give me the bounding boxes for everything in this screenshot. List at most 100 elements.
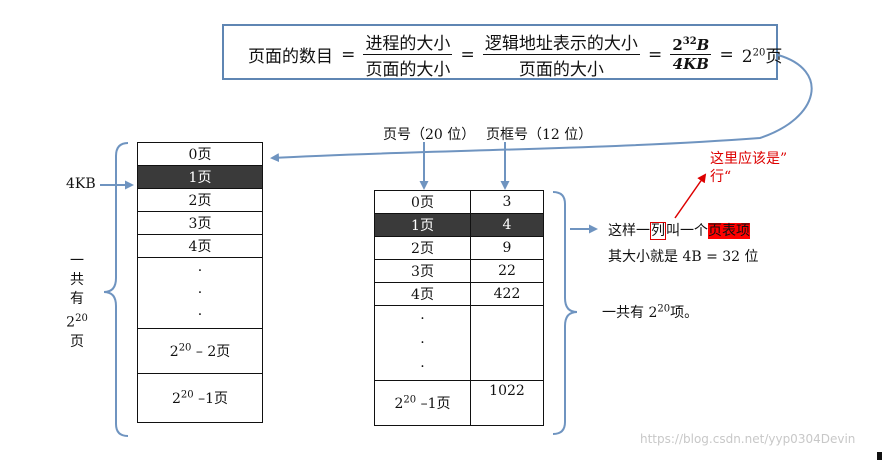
- power-base: 2: [394, 396, 404, 412]
- frame-cell: 4: [470, 213, 544, 237]
- formula-eq-4: =: [719, 44, 734, 65]
- entry-size-note: 其大小就是 4B = 32 位: [608, 249, 759, 265]
- formula-fraction-3: 232B 4KB: [670, 36, 712, 73]
- entry-note-part-1: 这样一: [608, 223, 650, 239]
- correction-line-1: 这里应该是”: [710, 151, 788, 167]
- page-table-entry-highlight: 页表项: [708, 223, 750, 239]
- page-cell: 220 –1页: [374, 380, 471, 426]
- formula-fraction-2: 逻辑地址表示的大小 页面的大小: [482, 29, 640, 80]
- formula-box: 页面的数目 = 进程的大小 页面的大小 = 逻辑地址表示的大小 页面的大小 = …: [222, 24, 782, 80]
- process-page-cell: 0页: [137, 142, 263, 166]
- dot: ·: [420, 311, 425, 327]
- total-pages-char-1: 一: [70, 253, 84, 269]
- correction-arrow: [674, 173, 707, 219]
- total-pages-char-2: 共: [70, 272, 84, 288]
- formula-result: 220页: [742, 47, 783, 67]
- power-rest: –1页: [198, 391, 229, 407]
- formula-f3-den: 4KB: [670, 55, 711, 73]
- power-rest: – 2页: [195, 344, 231, 360]
- page-cell: 2页: [374, 236, 471, 260]
- table-row: · · ·: [137, 257, 263, 329]
- power-exp: 20: [180, 389, 194, 401]
- process-page-cell: 4页: [137, 234, 263, 258]
- page-no-header: 页号（20 位）: [383, 127, 476, 143]
- formula-result-base: 2: [741, 47, 753, 67]
- formula-f3-num: 232B: [670, 36, 712, 55]
- page-cell: 1页: [374, 213, 471, 237]
- correction-line-2: 行“: [710, 169, 732, 185]
- frame-cell: 22: [470, 259, 544, 283]
- frame-no-header: 页框号（12 位）: [486, 127, 593, 143]
- total-pages-char-3: 有: [70, 291, 84, 307]
- watermark: https://blog.csdn.net/yyp0304Devin: [640, 432, 856, 446]
- formula-result-unit: 页: [765, 47, 783, 67]
- formula-fraction-1: 进程的大小 页面的大小: [363, 29, 453, 80]
- page-cell: 4页: [374, 282, 471, 306]
- power-exp: 20: [403, 394, 417, 406]
- right-brace-icon: [552, 191, 578, 435]
- dot: ·: [197, 285, 203, 301]
- power-rest: –1页: [420, 396, 451, 412]
- formula-f3-exp: 32: [682, 36, 697, 47]
- table-row: 220 –1页 1022: [374, 380, 544, 426]
- frame-cell: 3: [470, 190, 544, 214]
- formula-f2-num: 逻辑地址表示的大小: [482, 29, 640, 55]
- total-pages-char-4: 页: [70, 333, 84, 350]
- ellipsis-cell: · · ·: [374, 305, 471, 381]
- total-pages-label: 一 共 有 220 页: [60, 252, 94, 352]
- process-page-cell: 220 –1页: [137, 373, 263, 423]
- power-exp: 20: [178, 342, 192, 354]
- correction-note: 这里应该是” 行“: [710, 150, 787, 186]
- entry-note-part-2: 叫一个: [666, 223, 708, 239]
- process-page-cell: 220 – 2页: [137, 328, 263, 374]
- formula-eq-1: =: [341, 44, 356, 65]
- formula-f1-den: 页面的大小: [365, 60, 451, 80]
- frame-cell: 1022: [470, 380, 544, 426]
- formula-f3-unit: B: [696, 36, 710, 54]
- dot: ·: [420, 359, 425, 375]
- total-entries-part-2: 项。: [670, 305, 699, 321]
- formula-eq-3: =: [647, 44, 663, 65]
- frame-cell: 9: [470, 236, 544, 260]
- dot: ·: [197, 307, 203, 323]
- left-brace-icon: [103, 142, 129, 437]
- page-cell: 3页: [374, 259, 471, 283]
- dot: ·: [197, 263, 203, 279]
- formula-f2-den: 页面的大小: [518, 60, 604, 80]
- formula-to-table-arrow: [270, 54, 813, 163]
- table-row: · · ·: [374, 305, 544, 381]
- frame-cell: 422: [470, 282, 544, 306]
- corner-mark: [877, 452, 882, 460]
- table-row: 3页: [137, 211, 263, 235]
- table-row: 220 –1页: [137, 373, 263, 423]
- formula-f3-base: 2: [672, 36, 683, 54]
- table-row: 0页: [137, 142, 263, 166]
- formula-f1-num: 进程的大小: [363, 29, 453, 55]
- total-entries-exp: 20: [657, 303, 671, 315]
- column-word-box: 列: [650, 222, 666, 240]
- table-row: 2页: [137, 188, 263, 212]
- ellipsis-cell-frame: [470, 305, 544, 381]
- entry-note: 这样一列叫一个页表项: [608, 220, 750, 240]
- process-page-cell: 1页: [137, 165, 263, 189]
- page-size-label: 4KB: [66, 176, 96, 192]
- process-page-cell: 3页: [137, 211, 263, 235]
- total-entries-part-1: 一共有 2: [602, 305, 658, 321]
- dot: ·: [420, 335, 425, 351]
- process-page-cell: 2页: [137, 188, 263, 212]
- total-pages-power: 220: [60, 309, 94, 333]
- process-pages-table: 0页 1页 2页 3页 4页 · · · 220 – 2页 220 –1页: [137, 142, 263, 423]
- formula-result-exp: 20: [752, 47, 766, 59]
- table-row: 220 – 2页: [137, 328, 263, 374]
- formula-lhs: 页面的数目: [248, 47, 333, 67]
- formula-f3-den-text: 4KB: [672, 55, 709, 73]
- page-cell: 0页: [374, 190, 471, 214]
- ellipsis-cell: · · ·: [137, 257, 263, 329]
